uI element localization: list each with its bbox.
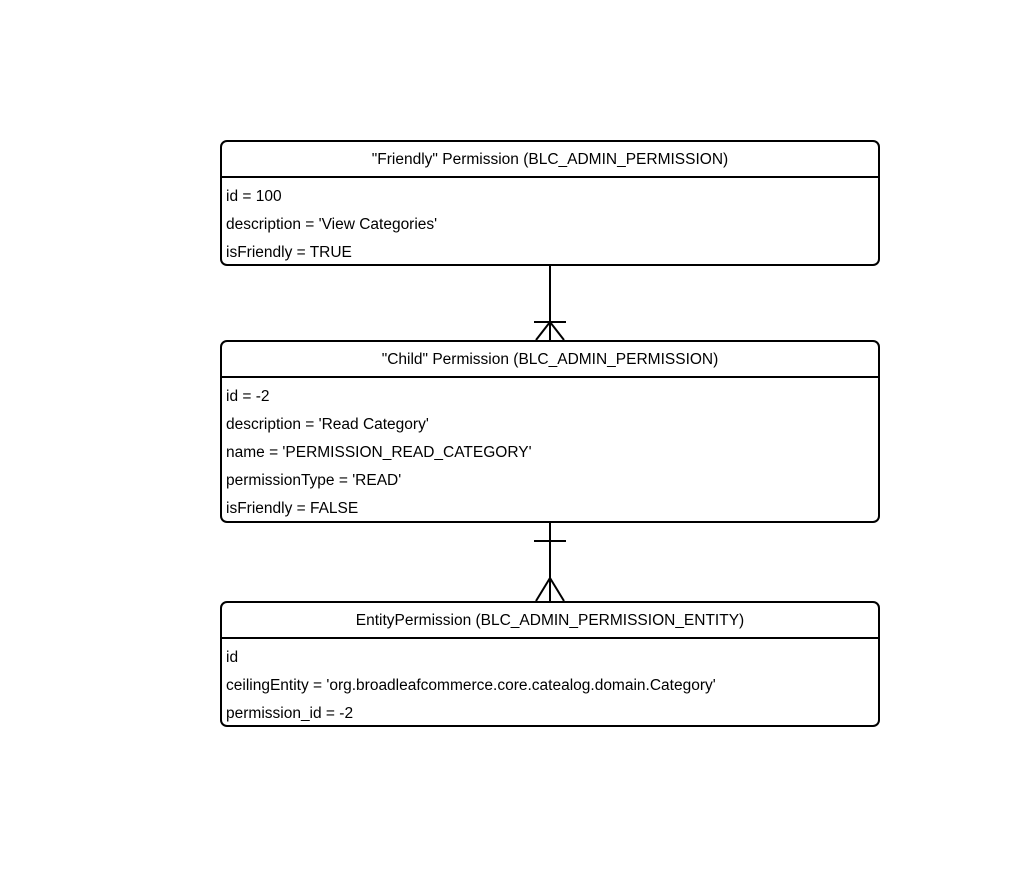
relationship-child-to-entity[interactable] xyxy=(505,515,595,610)
entity-title: "Friendly" Permission (BLC_ADMIN_PERMISS… xyxy=(222,142,878,178)
attribute-row: ceilingEntity = 'org.broadleafcommerce.c… xyxy=(226,677,716,694)
attribute-row: id = -2 xyxy=(226,388,270,405)
attribute-row: id xyxy=(226,649,239,666)
entity-friendly-permission[interactable]: "Friendly" Permission (BLC_ADMIN_PERMISS… xyxy=(220,140,880,266)
entity-title: EntityPermission (BLC_ADMIN_PERMISSION_E… xyxy=(222,603,878,639)
attribute-row: permissionType = 'READ' xyxy=(226,472,402,489)
crowsfoot-left-prong xyxy=(535,577,551,602)
attribute-row: description = 'Read Category' xyxy=(226,416,429,433)
attribute-row: isFriendly = TRUE xyxy=(226,244,352,261)
attribute-row: name = 'PERMISSION_READ_CATEGORY' xyxy=(226,444,532,461)
entity-entity-permission[interactable]: EntityPermission (BLC_ADMIN_PERMISSION_E… xyxy=(220,601,880,727)
entity-attribute-list: id = 100 description = 'View Categories'… xyxy=(222,178,878,264)
entity-attribute-list: id = -2 description = 'Read Category' na… xyxy=(222,378,878,521)
attribute-row: id = 100 xyxy=(226,188,282,205)
relationship-friendly-to-child[interactable] xyxy=(505,258,595,348)
entity-attribute-list: id ceilingEntity = 'org.broadleafcommerc… xyxy=(222,639,878,725)
entity-child-permission[interactable]: "Child" Permission (BLC_ADMIN_PERMISSION… xyxy=(220,340,880,523)
attribute-row: description = 'View Categories' xyxy=(226,216,438,233)
entity-title: "Child" Permission (BLC_ADMIN_PERMISSION… xyxy=(222,342,878,378)
crowsfoot-right-prong xyxy=(549,577,565,602)
attribute-row: permission_id = -2 xyxy=(226,705,354,722)
crowsfoot-right-prong xyxy=(549,321,565,341)
crowsfoot-left-prong xyxy=(535,321,551,341)
attribute-row: isFriendly = FALSE xyxy=(226,500,359,517)
